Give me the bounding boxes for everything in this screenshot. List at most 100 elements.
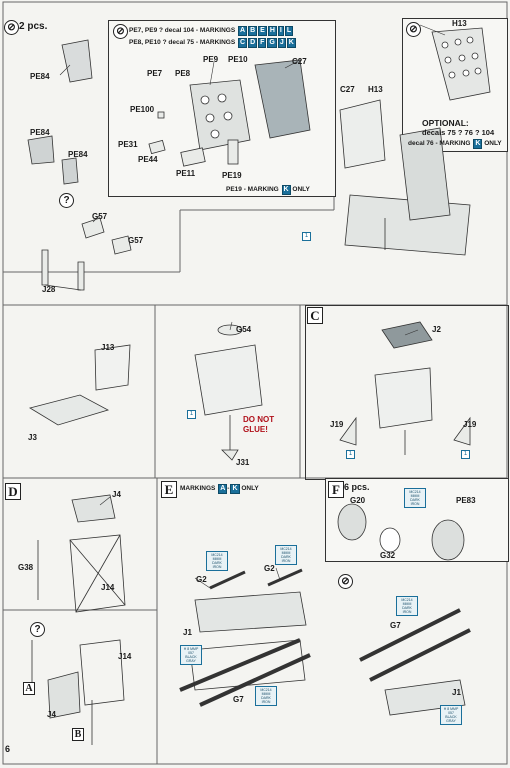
paint-brand: 057 <box>188 651 194 655</box>
pe19-marking-text: PE19 - MARKING <box>226 186 279 193</box>
paint-name: DARK IRON <box>261 696 271 704</box>
paint-name: BLACK GRAY <box>185 655 197 663</box>
question-icon: ? <box>30 622 45 637</box>
h13-label: H13 <box>452 19 467 28</box>
paint-code: MC214 <box>260 688 272 692</box>
j4-label: J4 <box>112 490 121 499</box>
decal76-only: ONLY <box>484 140 502 147</box>
pe11-label: PE11 <box>176 169 196 178</box>
g54-label: G54 <box>236 325 252 334</box>
paint-name: DARK IRON <box>281 555 291 563</box>
step-marker: 1 <box>346 450 355 459</box>
paint-code: MC214 <box>280 547 292 551</box>
marking-letter: K <box>473 139 483 149</box>
paint-name: BLACK GRAY <box>445 715 457 723</box>
section-icon: ⊘ <box>4 20 19 35</box>
section-c-box <box>305 305 509 480</box>
paint-code: MC214 <box>211 553 223 557</box>
paint-name: DARK IRON <box>402 606 412 614</box>
j2-label: J2 <box>432 325 441 334</box>
optional-decals: decals 75 ? 76 ? 104 <box>422 128 495 137</box>
paint-brand: MMM <box>212 557 222 561</box>
marking-letter: L <box>284 26 294 36</box>
markings-text: MARKINGS <box>180 485 216 492</box>
pe44-label: PE44 <box>138 155 158 164</box>
paint-code: MC214 <box>409 490 421 494</box>
do-not-glue-warning: DO NOT GLUE! <box>243 415 275 434</box>
c27-label: C27 <box>292 57 307 66</box>
step-marker: 1 <box>302 232 311 241</box>
pe10-label: PE10 <box>228 55 248 64</box>
j31-label: J31 <box>236 458 250 467</box>
pe7-label: PE7 <box>147 69 163 78</box>
marking-letter: K <box>230 484 240 494</box>
paint-name: DARK IRON <box>212 561 222 569</box>
j14-label-2: J14 <box>118 652 132 661</box>
section-d-letter: D <box>5 483 21 500</box>
paint-name: DARK IRON <box>410 498 420 506</box>
paint-brand: 057 <box>448 711 454 715</box>
question-icon: ? <box>59 193 74 208</box>
markings-line-1-prefix: PE7, PE9 ? decal 104 - MARKINGS <box>129 27 236 34</box>
c27-cockpit-label: C27 <box>340 85 355 94</box>
paint-code: H 8 MMP <box>183 647 199 651</box>
pe84-label-1: PE84 <box>30 72 50 81</box>
paint-code: H 8 MMP <box>443 707 459 711</box>
optional-title: OPTIONAL: <box>422 118 469 128</box>
marking-letter: K <box>286 38 296 48</box>
pe9-label: PE9 <box>203 55 219 64</box>
paint-brand: MMM <box>261 692 271 696</box>
marking-letter: D <box>248 38 258 48</box>
paint-code: MC214 <box>401 598 413 602</box>
paint-brand: MMM <box>402 602 412 606</box>
marking-letter: A <box>218 484 228 494</box>
j28-label: J28 <box>42 285 56 294</box>
g2-label-2: G2 <box>264 564 275 573</box>
paint-brand: MMM <box>281 551 291 555</box>
g57-label-2: G57 <box>128 236 144 245</box>
pe19-label: PE19 <box>222 171 242 180</box>
markings-line-2-prefix: PE8, PE10 ? decal 75 - MARKINGS <box>129 39 236 46</box>
marking-letter: E <box>258 26 267 36</box>
pe8-label: PE8 <box>175 69 191 78</box>
section-e-markings: MARKINGS A-K ONLY <box>180 484 259 494</box>
g57-label-1: G57 <box>92 212 108 221</box>
marking-letter: F <box>258 38 267 48</box>
g32-label: G32 <box>380 551 396 560</box>
decal76-text: decal 76 - MARKING <box>408 140 471 147</box>
section-icon: ⊘ <box>113 24 128 39</box>
pe83-label: PE83 <box>456 496 476 505</box>
marking-letter: J <box>277 38 286 48</box>
h13-cockpit-label: H13 <box>368 85 383 94</box>
detail-a-letter: A <box>23 682 35 695</box>
section-icon: ⊘ <box>406 22 421 37</box>
page-number: 6 <box>5 744 11 754</box>
marking-letter: I <box>277 26 284 36</box>
marking-letter: K <box>281 185 291 195</box>
pe84-label-2: PE84 <box>30 128 50 137</box>
detail-b-letter: B <box>72 728 84 741</box>
paint-brand: MMM <box>410 494 420 498</box>
pe100-label: PE100 <box>130 105 155 114</box>
g38-label: G38 <box>18 563 34 572</box>
g2-label-1: G2 <box>196 575 207 584</box>
pcs-label: 2 pcs. <box>19 21 48 32</box>
pe84-label-3: PE84 <box>68 150 88 159</box>
j13-label: J13 <box>101 343 115 352</box>
pe31-label: PE31 <box>118 140 138 149</box>
j3-label: J3 <box>28 433 37 442</box>
marking-letter: H <box>267 26 277 36</box>
g20-label: G20 <box>350 496 366 505</box>
section-c-letter: C <box>307 307 323 324</box>
j4-label-2: J4 <box>47 710 56 719</box>
section-f-pcs: 6 pcs. <box>344 482 370 492</box>
j19-label-1: J19 <box>330 420 344 429</box>
